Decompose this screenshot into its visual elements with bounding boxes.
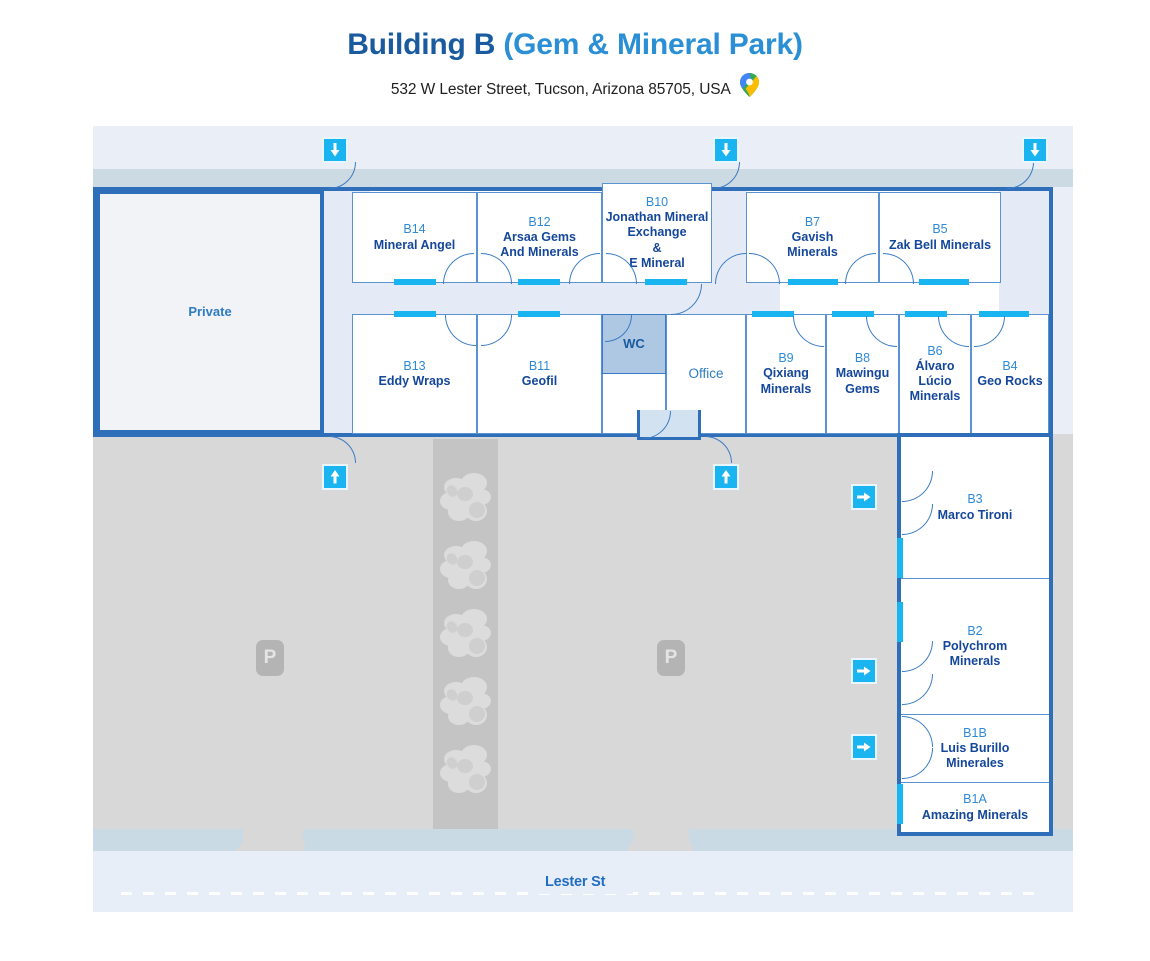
room-b5-name: Zak Bell Minerals (888, 237, 992, 252)
parking-marker-right: P (657, 640, 685, 676)
room-b1a[interactable]: B1A Amazing Minerals (901, 782, 1049, 832)
room-b6-code: B6 (927, 343, 943, 358)
title-subtitle: (Gem & Mineral Park) (503, 28, 803, 61)
room-b4-code: B4 (1002, 358, 1018, 373)
entry-arrow-right-b1b[interactable] (851, 734, 877, 760)
room-b14-code: B14 (403, 222, 426, 237)
room-wc[interactable]: WC (602, 314, 666, 374)
room-b12-code: B12 (528, 214, 551, 229)
room-b10-code: B10 (645, 194, 669, 209)
corridor-horizontal (321, 281, 711, 315)
room-wc-label: WC (623, 336, 645, 352)
sidewalk-round-b (303, 829, 633, 851)
floor-plan: Private B14 Mineral Angel B12 Arsaa Gems… (93, 126, 1073, 912)
window-b1a-west (897, 784, 903, 824)
window-b8 (832, 311, 874, 317)
entry-arrow-up-mid[interactable] (713, 464, 739, 490)
room-b8-name-2: Gems (845, 381, 880, 396)
room-b5-code: B5 (932, 222, 948, 237)
window-b14 (394, 279, 436, 285)
street-label-backdrop (533, 870, 633, 894)
shrub-icon (434, 603, 498, 665)
room-b9-name-2: Minerals (760, 381, 812, 396)
room-b8-code: B8 (854, 351, 871, 366)
room-b11-code: B11 (528, 358, 551, 373)
room-b1b-name-1: Luis Burillo (940, 740, 1010, 755)
window-b7 (788, 279, 838, 285)
shrub-icon (434, 671, 498, 733)
room-b10-name-1: Jonathan Mineral (605, 210, 709, 225)
entry-arrow-down-east[interactable] (1022, 137, 1048, 163)
room-office-label: Office (688, 365, 724, 381)
room-b9-code: B9 (778, 351, 794, 366)
room-b10-name-2: Exchange (627, 225, 687, 240)
shrub-icon (434, 535, 498, 597)
entry-arrow-down-mid[interactable] (713, 137, 739, 163)
room-b6-name-3: Minerals (909, 389, 961, 404)
window-b6 (905, 311, 947, 317)
parking-marker-left: P (256, 640, 284, 676)
room-b1b-code: B1B (963, 725, 987, 740)
curb-cut-left (235, 829, 305, 851)
sidewalk-round-a (93, 829, 243, 851)
room-b2-code: B2 (967, 623, 983, 638)
window-b4 (979, 311, 1029, 317)
room-b13-name: Eddy Wraps (378, 374, 451, 388)
room-b6-name-2: Lúcio (918, 374, 952, 388)
room-b3-name: Marco Tironi (937, 507, 1013, 522)
room-b7-name-2: Minerals (787, 245, 838, 260)
north-wall-band (93, 169, 1073, 187)
room-b9-name-1: Qixiang (763, 366, 809, 381)
room-b10-name-4: E Mineral (629, 255, 685, 270)
entry-arrow-right-b2[interactable] (851, 658, 877, 684)
window-b2-west (897, 602, 903, 642)
curb-cut-right (627, 829, 693, 851)
parking-marker-left-label: P (263, 647, 277, 668)
window-b11 (518, 311, 560, 317)
room-b2-name-2: Minerals (949, 654, 1001, 669)
room-b4-name: Geo Rocks (977, 374, 1043, 388)
shrub-icon (434, 467, 498, 529)
window-b5 (919, 279, 969, 285)
page-title: Building B (Gem & Mineral Park) (0, 28, 1150, 61)
room-b2-name-1: Polychrom (942, 638, 1008, 653)
room-b12-name-2: And Minerals (500, 245, 579, 260)
window-b12 (518, 279, 560, 285)
room-b7-code: B7 (804, 214, 821, 229)
room-b7-name-1: Gavish (791, 229, 834, 244)
room-b14-name: Mineral Angel (373, 237, 456, 252)
room-b11-name: Geofil (521, 374, 558, 388)
window-b3-west (897, 538, 903, 578)
window-b9 (752, 311, 794, 317)
room-b8-name-1: Mawingu (835, 366, 890, 381)
room-b1a-name: Amazing Minerals (921, 807, 1029, 822)
room-b1b-name-2: Minerales (946, 756, 1004, 771)
entry-arrow-right-b3[interactable] (851, 484, 877, 510)
room-b12-name-1: Arsaa Gems (503, 229, 576, 244)
window-b10 (645, 279, 687, 285)
parking-marker-right-label: P (664, 647, 678, 668)
top-approach-band (93, 126, 1073, 169)
page-header: Building B (Gem & Mineral Park) 532 W Le… (0, 0, 1150, 102)
address-text: 532 W Lester Street, Tucson, Arizona 857… (390, 81, 730, 98)
window-b13 (394, 311, 436, 317)
google-maps-pin-icon[interactable] (740, 73, 760, 102)
room-private[interactable]: Private (96, 190, 324, 434)
room-b13-code: B13 (403, 358, 426, 373)
room-b1a-code: B1A (963, 792, 987, 807)
room-b6-name-1: Álvaro (915, 358, 955, 373)
shrub-icon (434, 739, 498, 801)
entry-arrow-down-west[interactable] (322, 137, 348, 163)
room-b3-code: B3 (967, 492, 983, 507)
street-label: Lester St (545, 874, 606, 890)
room-private-label: Private (188, 304, 232, 320)
address-line: 532 W Lester Street, Tucson, Arizona 857… (0, 73, 1150, 102)
title-main: Building B (347, 28, 504, 61)
room-b10-name-3: & (652, 240, 662, 255)
entry-arrow-up-west[interactable] (322, 464, 348, 490)
